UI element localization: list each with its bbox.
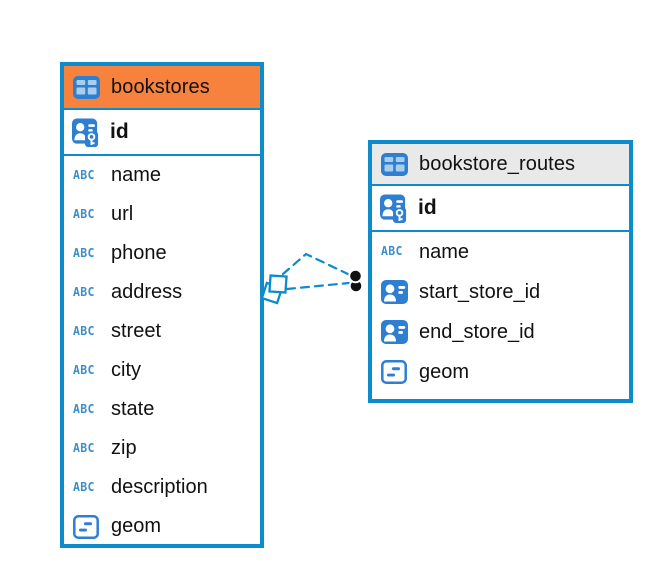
column-row[interactable]: ABC description <box>64 468 260 507</box>
table-icon <box>381 152 409 176</box>
column-row[interactable]: ABC address <box>64 273 260 312</box>
geometry-type-icon <box>381 360 409 384</box>
table-bookstore-routes[interactable]: bookstore_routes id ABC <box>368 140 633 403</box>
column-label: state <box>111 398 155 420</box>
relationship-line-upper <box>281 252 354 278</box>
column-row[interactable]: ABC name <box>64 156 260 195</box>
column-list: ABC name ABC url ABC phone ABC address A… <box>64 156 260 552</box>
column-row[interactable]: geom <box>372 352 629 392</box>
column-label: start_store_id <box>419 280 541 303</box>
column-label: name <box>419 240 470 263</box>
column-row[interactable]: end_store_id <box>372 312 629 352</box>
column-label: name <box>111 164 162 186</box>
column-row[interactable]: ABC street <box>64 312 260 351</box>
text-type-icon: ABC <box>73 323 95 339</box>
column-label: phone <box>111 242 167 264</box>
column-row-pk[interactable]: id <box>372 186 629 232</box>
column-row[interactable]: ABC name <box>372 232 629 272</box>
text-type-icon: ABC <box>73 479 95 495</box>
table-title: bookstore_routes <box>419 152 576 175</box>
column-label: end_store_id <box>419 320 535 343</box>
table-icon <box>73 75 101 99</box>
column-row[interactable]: ABC url <box>64 195 260 234</box>
column-row[interactable]: geom <box>64 507 260 546</box>
table-bookstores[interactable]: bookstores id ABC <box>60 62 264 548</box>
column-label: description <box>111 476 208 498</box>
primary-key-label: id <box>110 120 129 143</box>
column-label: street <box>111 320 162 342</box>
foreign-key-icon <box>381 280 409 304</box>
column-label: geom <box>111 515 162 537</box>
column-label: url <box>111 203 134 225</box>
column-row-pk[interactable]: id <box>64 110 260 156</box>
column-row[interactable]: ABC zip <box>64 429 260 468</box>
endpoint-dots <box>348 268 364 294</box>
column-label: geom <box>419 360 470 383</box>
text-type-icon: ABC <box>73 206 95 222</box>
primary-key-icon <box>72 117 100 148</box>
column-row[interactable]: ABC city <box>64 351 260 390</box>
column-label: zip <box>111 437 137 459</box>
column-list: ABC name start_store_id <box>372 232 629 398</box>
text-type-icon: ABC <box>73 401 95 417</box>
text-type-icon: ABC <box>73 440 95 456</box>
relationship-line-lower <box>285 281 351 291</box>
text-type-icon: ABC <box>73 167 95 183</box>
column-row[interactable]: ABC phone <box>64 234 260 273</box>
geometry-type-icon <box>73 514 101 539</box>
text-type-icon: ABC <box>73 284 95 300</box>
text-type-icon: ABC <box>381 243 403 259</box>
column-label: city <box>111 359 141 381</box>
many-side-marker <box>260 274 288 305</box>
table-title: bookstores <box>111 75 210 98</box>
text-type-icon: ABC <box>73 362 95 378</box>
column-row[interactable]: ABC state <box>64 390 260 429</box>
primary-key-icon <box>380 193 408 224</box>
table-header-bookstores[interactable]: bookstores <box>64 66 260 110</box>
column-label: address <box>111 281 183 303</box>
text-type-icon: ABC <box>73 245 95 261</box>
primary-key-label: id <box>418 196 437 219</box>
table-header-bookstore-routes[interactable]: bookstore_routes <box>372 144 629 186</box>
foreign-key-icon <box>381 320 409 344</box>
column-row[interactable]: start_store_id <box>372 272 629 312</box>
